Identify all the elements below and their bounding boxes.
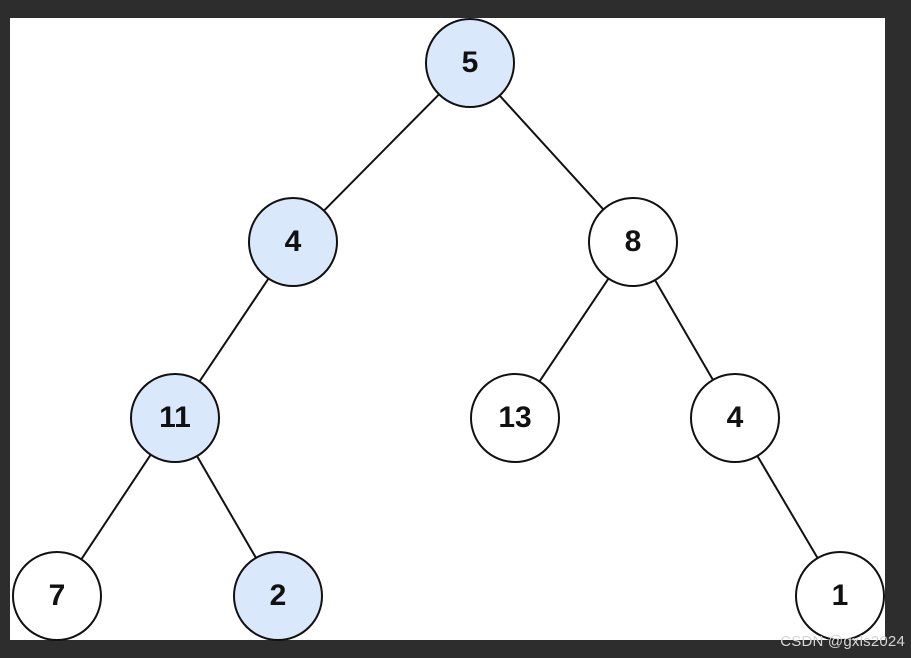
tree-nodes: 5 4 8 11 13 4 7 2 1 bbox=[12, 18, 885, 641]
tree-edge bbox=[654, 279, 714, 381]
tree-node-label: 8 bbox=[625, 225, 642, 258]
tree-node-circle bbox=[588, 197, 678, 287]
tree-node: 4 bbox=[248, 197, 338, 287]
tree-node: 13 bbox=[470, 373, 560, 463]
tree-edge bbox=[80, 454, 152, 560]
diagram-canvas-background bbox=[10, 18, 885, 640]
tree-edge bbox=[198, 277, 270, 383]
tree-edges bbox=[80, 93, 819, 560]
tree-node-label: 7 bbox=[49, 579, 66, 612]
tree-node-label: 4 bbox=[285, 225, 302, 258]
tree-node-label: 2 bbox=[270, 579, 287, 612]
tree-edge bbox=[498, 94, 605, 211]
tree-node-label: 4 bbox=[727, 401, 744, 434]
tree-node: 1 bbox=[795, 551, 885, 641]
tree-node-circle bbox=[425, 18, 515, 108]
tree-edge bbox=[323, 93, 440, 212]
tree-node: 5 bbox=[425, 18, 515, 108]
tree-node-circle bbox=[690, 373, 780, 463]
tree-node: 7 bbox=[12, 551, 102, 641]
tree-node-circle bbox=[248, 197, 338, 287]
tree-node: 11 bbox=[130, 373, 220, 463]
tree-node-label: 1 bbox=[832, 579, 849, 612]
watermark-text: CSDN @gxls2024 bbox=[780, 633, 905, 650]
tree-node: 4 bbox=[690, 373, 780, 463]
tree-node-label: 5 bbox=[462, 46, 479, 79]
tree-node: 2 bbox=[233, 551, 323, 641]
tree-node-circle bbox=[233, 551, 323, 641]
tree-node-label: 13 bbox=[498, 401, 531, 434]
tree-node-circle bbox=[795, 551, 885, 641]
tree-node-circle bbox=[12, 551, 102, 641]
tree-node: 8 bbox=[588, 197, 678, 287]
tree-edge bbox=[196, 455, 257, 559]
tree-edge bbox=[538, 277, 610, 383]
tree-node-label: 11 bbox=[159, 401, 191, 434]
tree-edge bbox=[756, 455, 819, 559]
tree-node-circle bbox=[470, 373, 560, 463]
tree-node-circle bbox=[130, 373, 220, 463]
